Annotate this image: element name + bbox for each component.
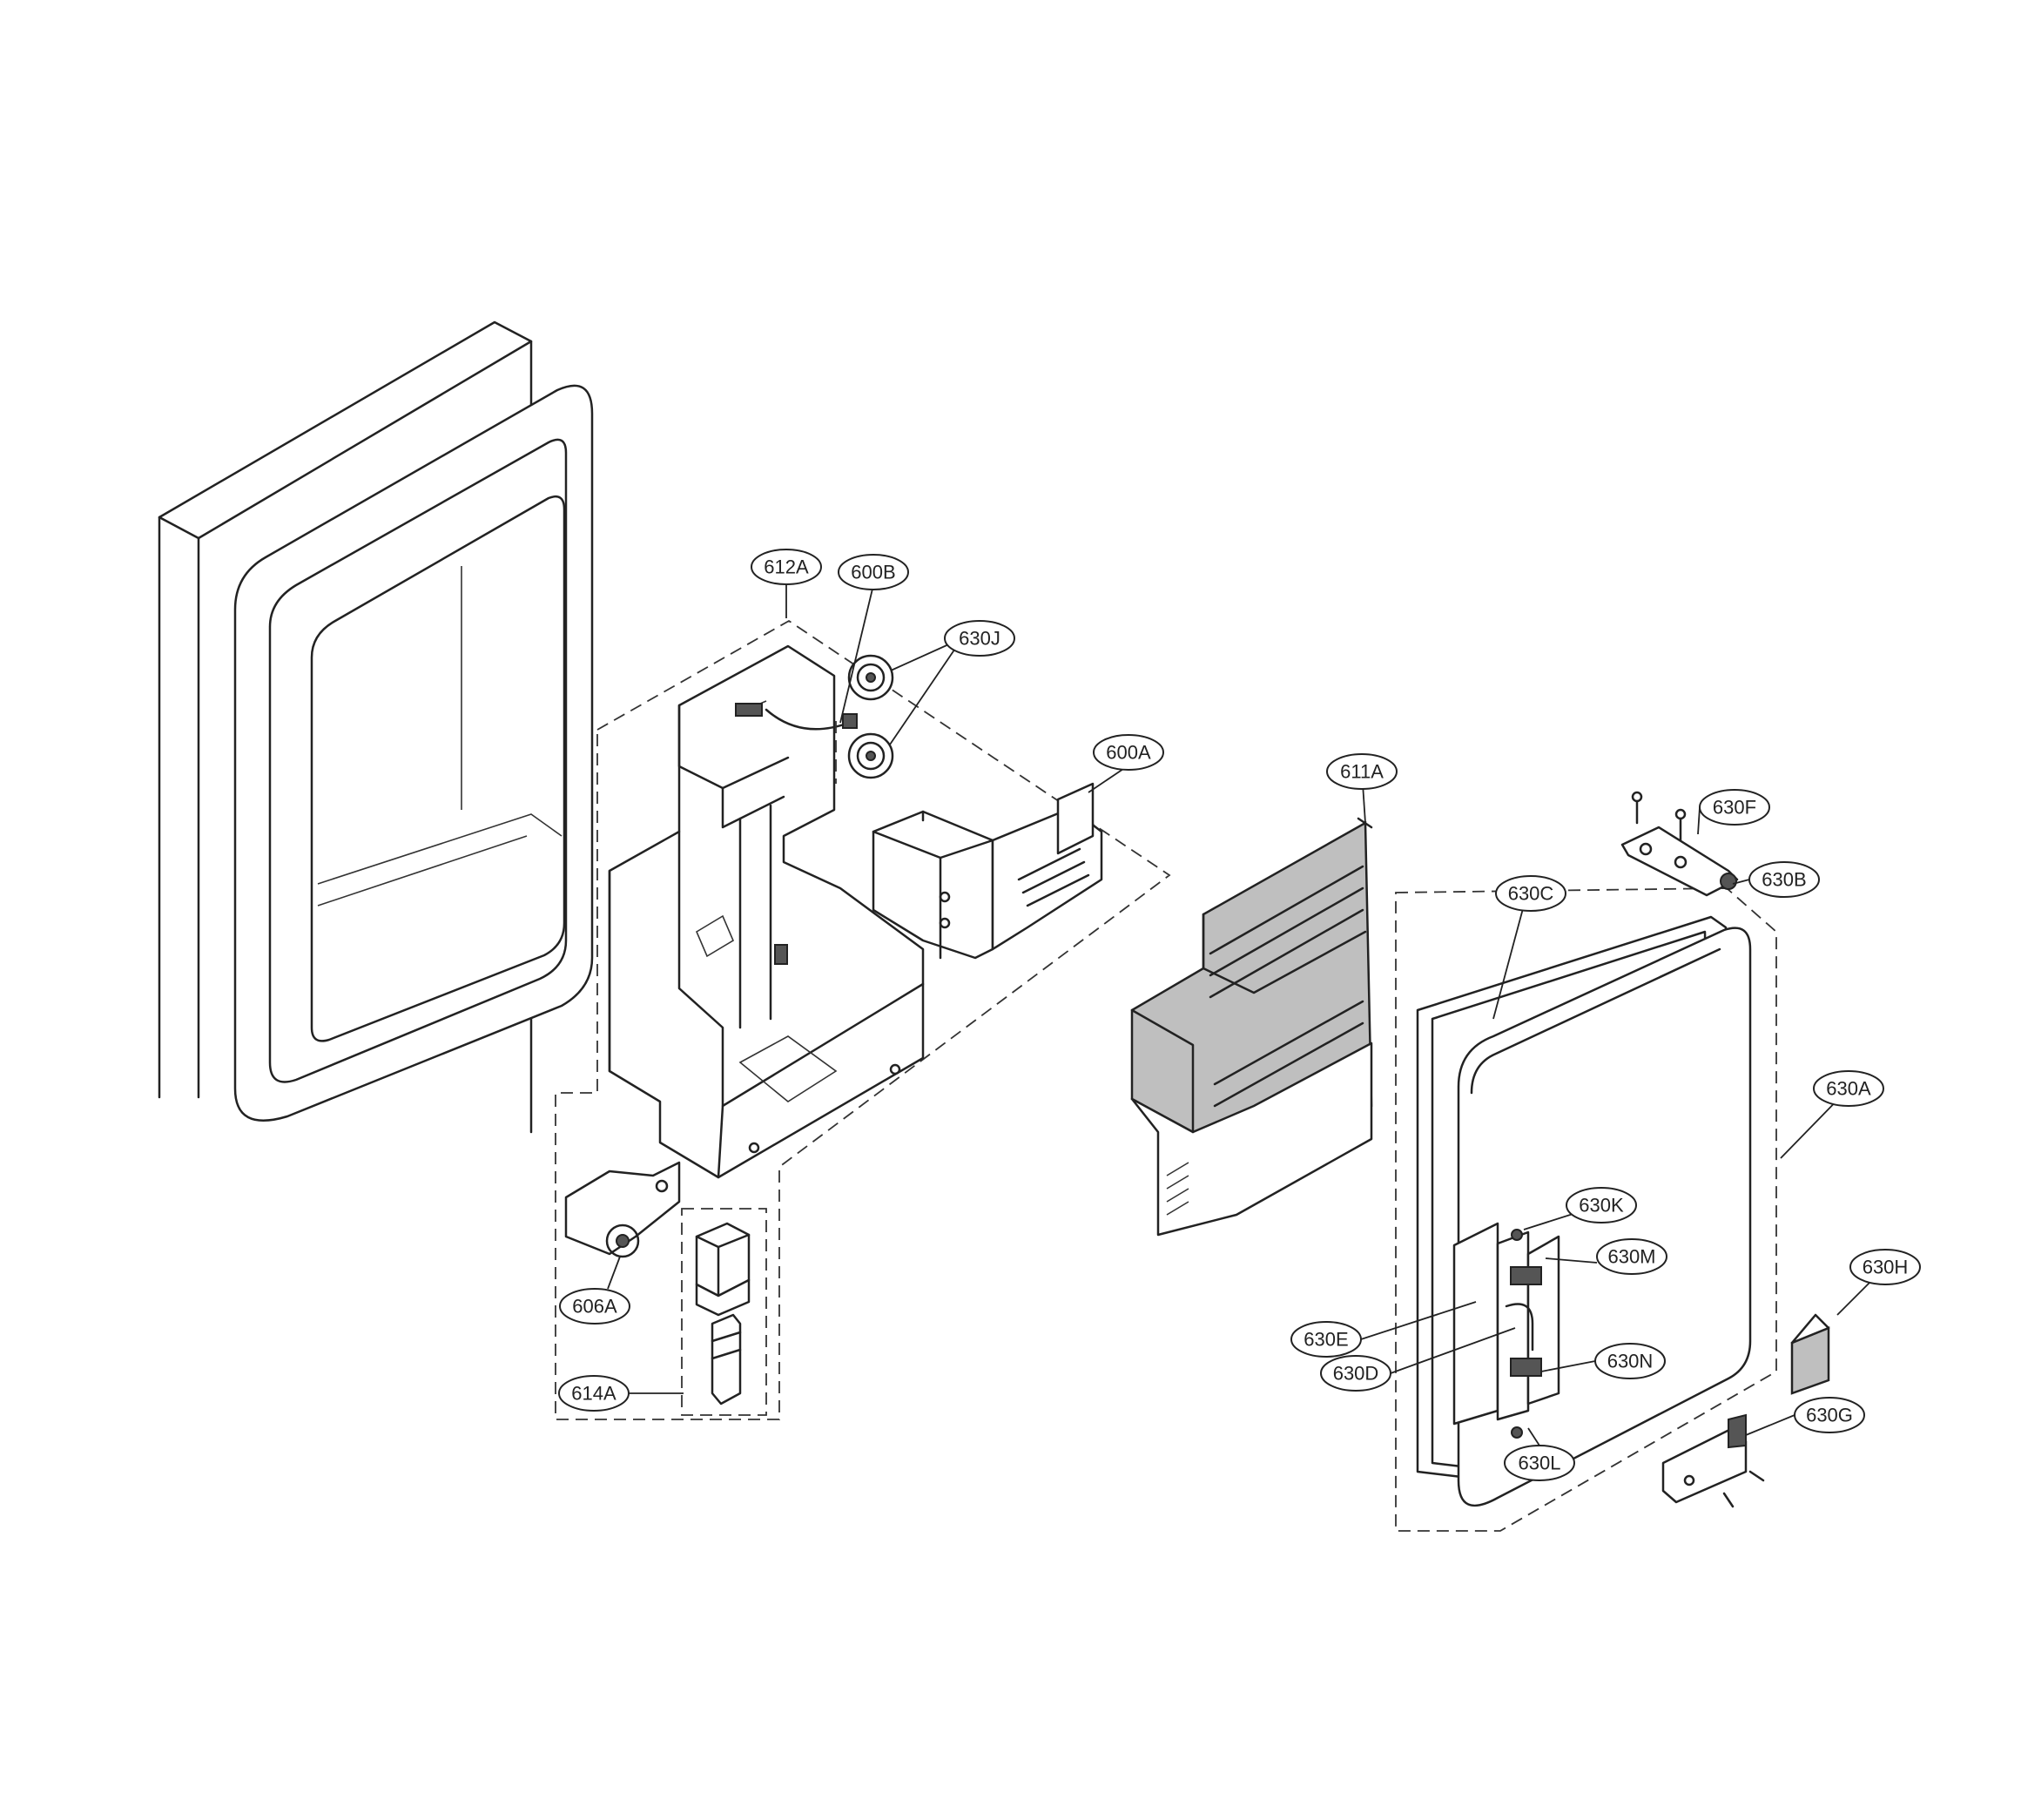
solenoid-fitting xyxy=(681,1208,767,1416)
label-612A: 612A xyxy=(751,549,822,585)
grommets xyxy=(835,654,894,784)
label-630E: 630E xyxy=(1290,1321,1362,1358)
label-611A: 611A xyxy=(1326,753,1398,790)
label-630C: 630C xyxy=(1495,875,1566,912)
label-630H: 630H xyxy=(1849,1249,1921,1285)
label-630A-text: 630A xyxy=(1826,1078,1871,1100)
label-630F: 630F xyxy=(1699,789,1770,826)
label-630L-text: 630L xyxy=(1519,1453,1561,1474)
label-630D-text: 630D xyxy=(1333,1363,1379,1385)
end-cap xyxy=(1790,1313,1830,1395)
valve-assembly xyxy=(564,1161,681,1258)
label-630H-text: 630H xyxy=(1863,1257,1909,1278)
top-hinge xyxy=(1620,791,1739,897)
leader-lines xyxy=(607,584,1886,1446)
label-630L: 630L xyxy=(1504,1445,1575,1481)
dispenser-housing xyxy=(555,619,1171,1420)
label-630N-text: 630N xyxy=(1607,1351,1654,1372)
label-614A: 614A xyxy=(558,1375,630,1412)
label-630G: 630G xyxy=(1794,1397,1865,1433)
label-606A-text: 606A xyxy=(572,1296,617,1318)
label-630F-text: 630F xyxy=(1713,797,1756,819)
duct-cover xyxy=(1130,817,1373,1237)
label-630J: 630J xyxy=(944,620,1015,657)
bottom-hinge xyxy=(1661,1413,1765,1508)
label-630E-text: 630E xyxy=(1304,1329,1348,1351)
label-630M-text: 630M xyxy=(1607,1246,1655,1268)
label-630A: 630A xyxy=(1813,1070,1884,1107)
label-630C-text: 630C xyxy=(1508,883,1554,905)
label-630B: 630B xyxy=(1748,861,1820,898)
label-630J-text: 630J xyxy=(959,628,1000,650)
label-630B-text: 630B xyxy=(1762,869,1806,891)
label-600A: 600A xyxy=(1093,734,1164,771)
label-630K: 630K xyxy=(1566,1187,1637,1223)
label-630G-text: 630G xyxy=(1806,1405,1853,1426)
label-630D: 630D xyxy=(1320,1355,1391,1392)
label-606A: 606A xyxy=(559,1288,630,1325)
door-outer-frame xyxy=(158,320,594,1134)
label-614A-text: 614A xyxy=(571,1383,616,1405)
label-600A-text: 600A xyxy=(1106,742,1151,764)
label-612A-text: 612A xyxy=(764,556,809,578)
icemaker xyxy=(872,782,1103,960)
label-611A-text: 611A xyxy=(1340,761,1384,783)
label-630M: 630M xyxy=(1596,1238,1667,1275)
part-labels: 612A 600B 630J 600A 611A 630F 630B 630C xyxy=(558,549,1921,1481)
label-630N: 630N xyxy=(1594,1343,1666,1379)
label-600B-text: 600B xyxy=(851,562,895,583)
label-600B: 600B xyxy=(838,554,909,590)
label-630K-text: 630K xyxy=(1579,1195,1624,1217)
